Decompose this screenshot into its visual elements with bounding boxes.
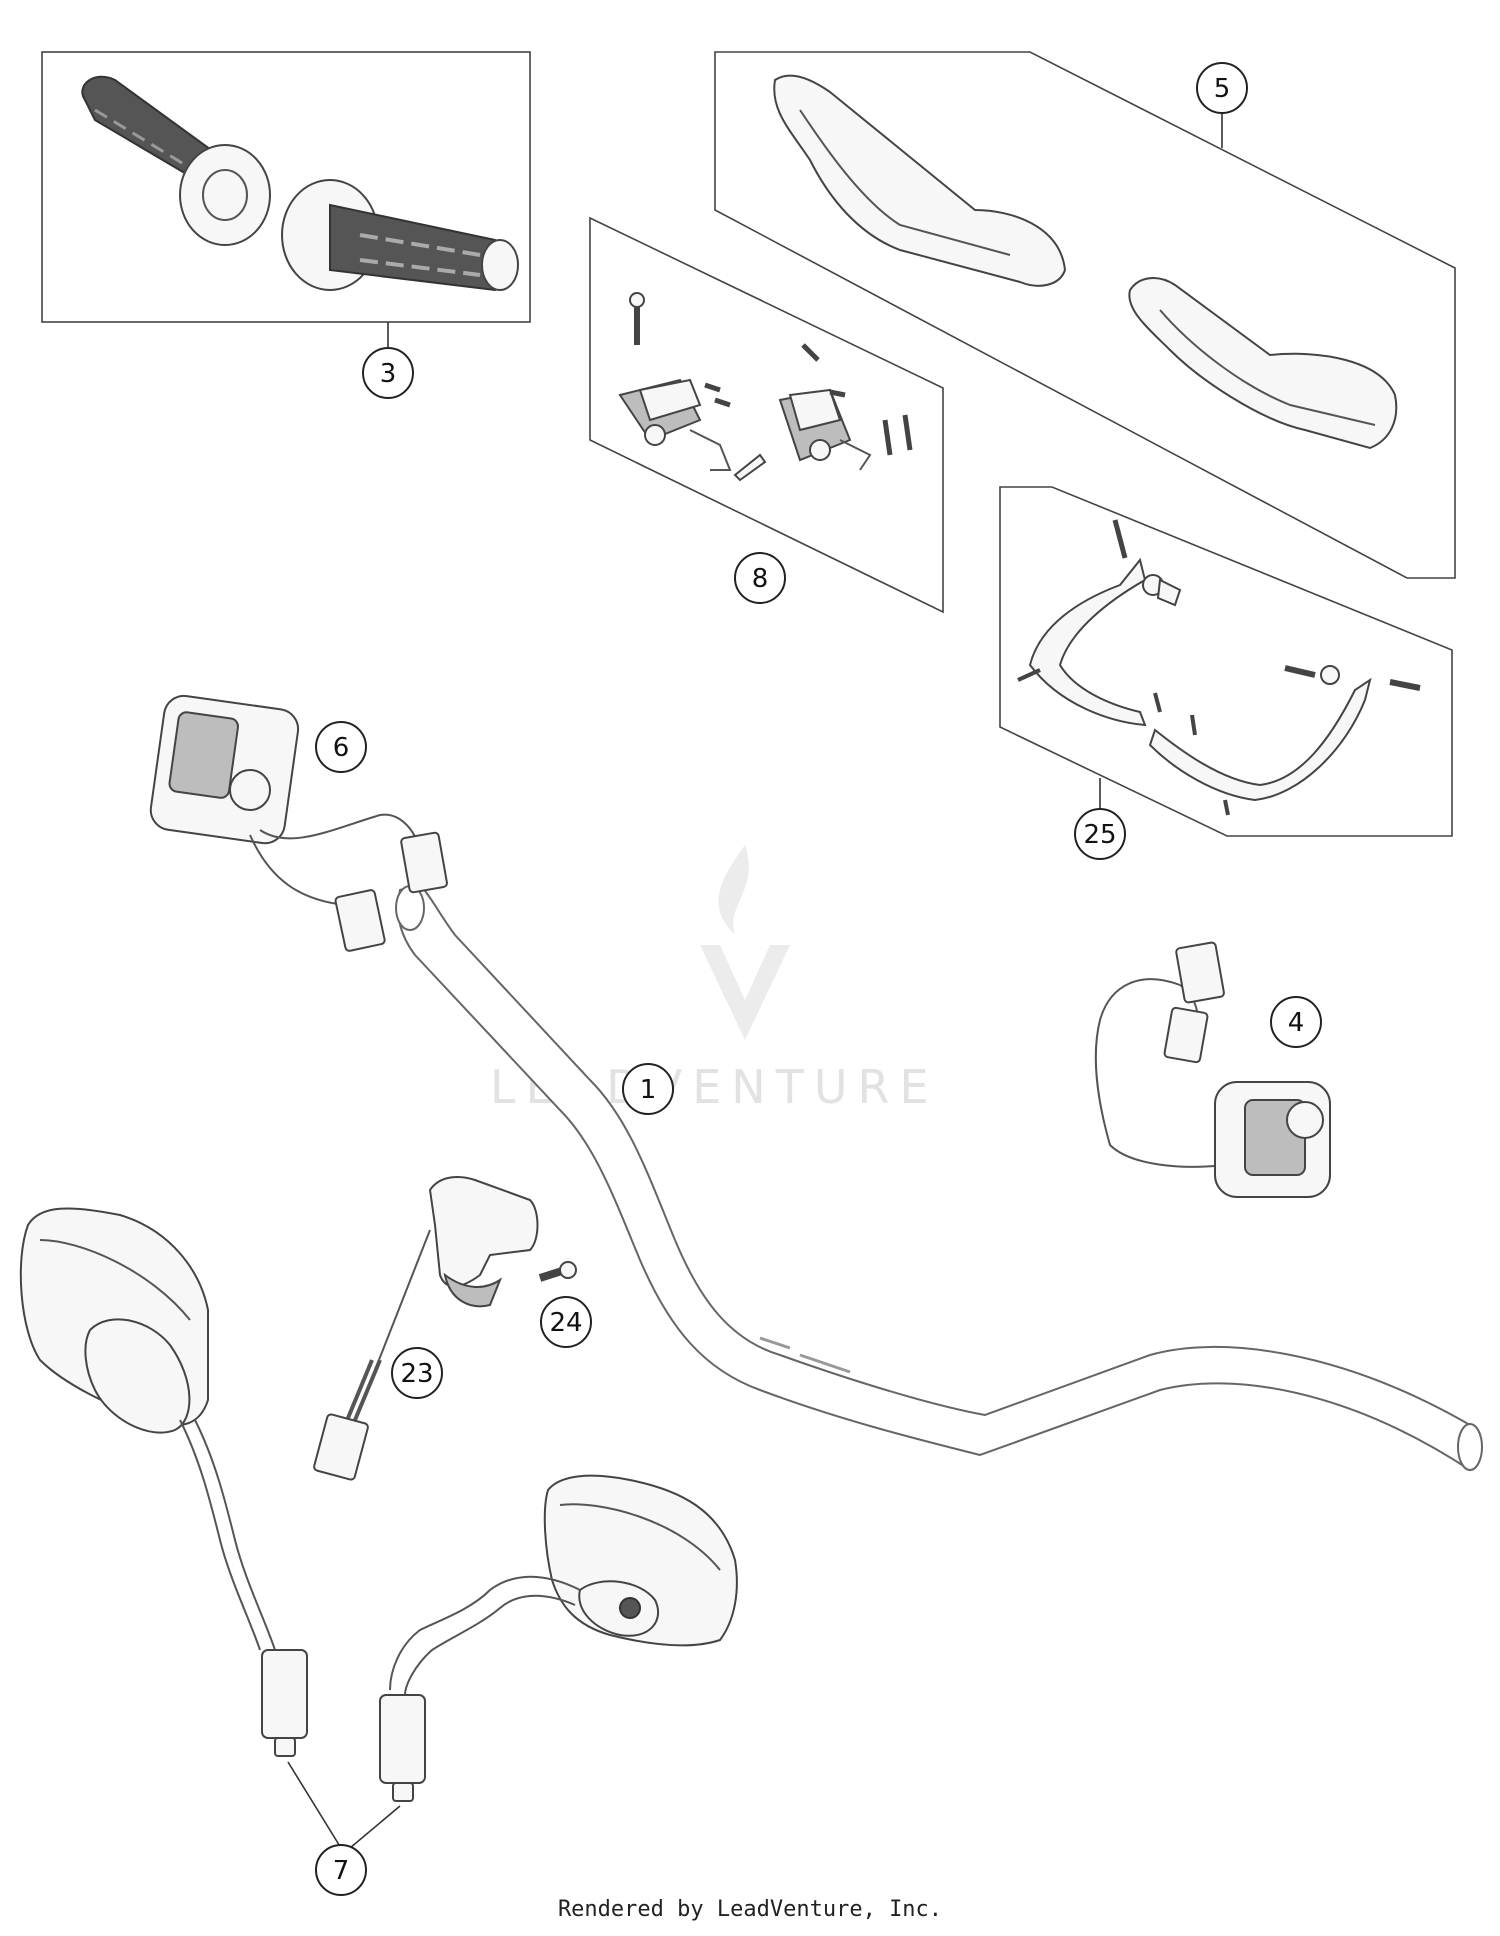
handguard-shell-left — [773, 74, 1067, 287]
right-grip — [281, 179, 519, 292]
grips-group — [41, 51, 531, 353]
handguard-shells-group — [714, 51, 1456, 579]
callout-7: 7 — [315, 1844, 367, 1896]
mirror-left — [19, 1207, 308, 1757]
svg-text:8: 8 — [752, 564, 769, 594]
handguard-shell-right — [1128, 277, 1398, 450]
svg-text:6: 6 — [333, 733, 350, 763]
left-grip — [81, 75, 271, 246]
svg-text:23: 23 — [400, 1359, 433, 1389]
callout-1: 1 — [622, 1063, 674, 1115]
svg-text:7: 7 — [333, 1856, 350, 1886]
callout-24: 24 — [540, 1296, 592, 1348]
handguard-brackets-box — [999, 486, 1453, 837]
callout-8: 8 — [734, 552, 786, 604]
left-switch — [149, 694, 448, 952]
grips-box — [41, 51, 531, 323]
clamps-box — [589, 216, 944, 614]
svg-text:24: 24 — [549, 1308, 582, 1338]
callout-6: 6 — [315, 721, 367, 773]
callout-4: 4 — [1270, 996, 1322, 1048]
svg-text:25: 25 — [1083, 820, 1116, 850]
handguard-shells-box — [714, 51, 1456, 579]
handlebar — [395, 883, 1483, 1472]
bracket-right — [1148, 665, 1421, 816]
svg-text:3: 3 — [380, 359, 397, 389]
callout-25: 25 — [1074, 808, 1126, 860]
mode-switch — [313, 1176, 577, 1481]
mirror-right — [379, 1474, 738, 1802]
bracket-left — [1017, 519, 1182, 727]
footer-credit: Rendered by LeadVenture, Inc. — [557, 1897, 943, 1922]
callout-3: 3 — [362, 347, 414, 399]
clamp-left — [618, 292, 767, 482]
handguard-brackets-group — [999, 486, 1453, 837]
svg-text:4: 4 — [1288, 1008, 1305, 1038]
svg-text:1: 1 — [640, 1075, 657, 1105]
callout-23: 23 — [391, 1347, 443, 1399]
callout-5: 5 — [1196, 62, 1248, 114]
svg-text:5: 5 — [1214, 74, 1231, 104]
clamps-group — [589, 216, 944, 614]
right-switch — [1094, 941, 1331, 1198]
clamp-right — [778, 343, 913, 471]
